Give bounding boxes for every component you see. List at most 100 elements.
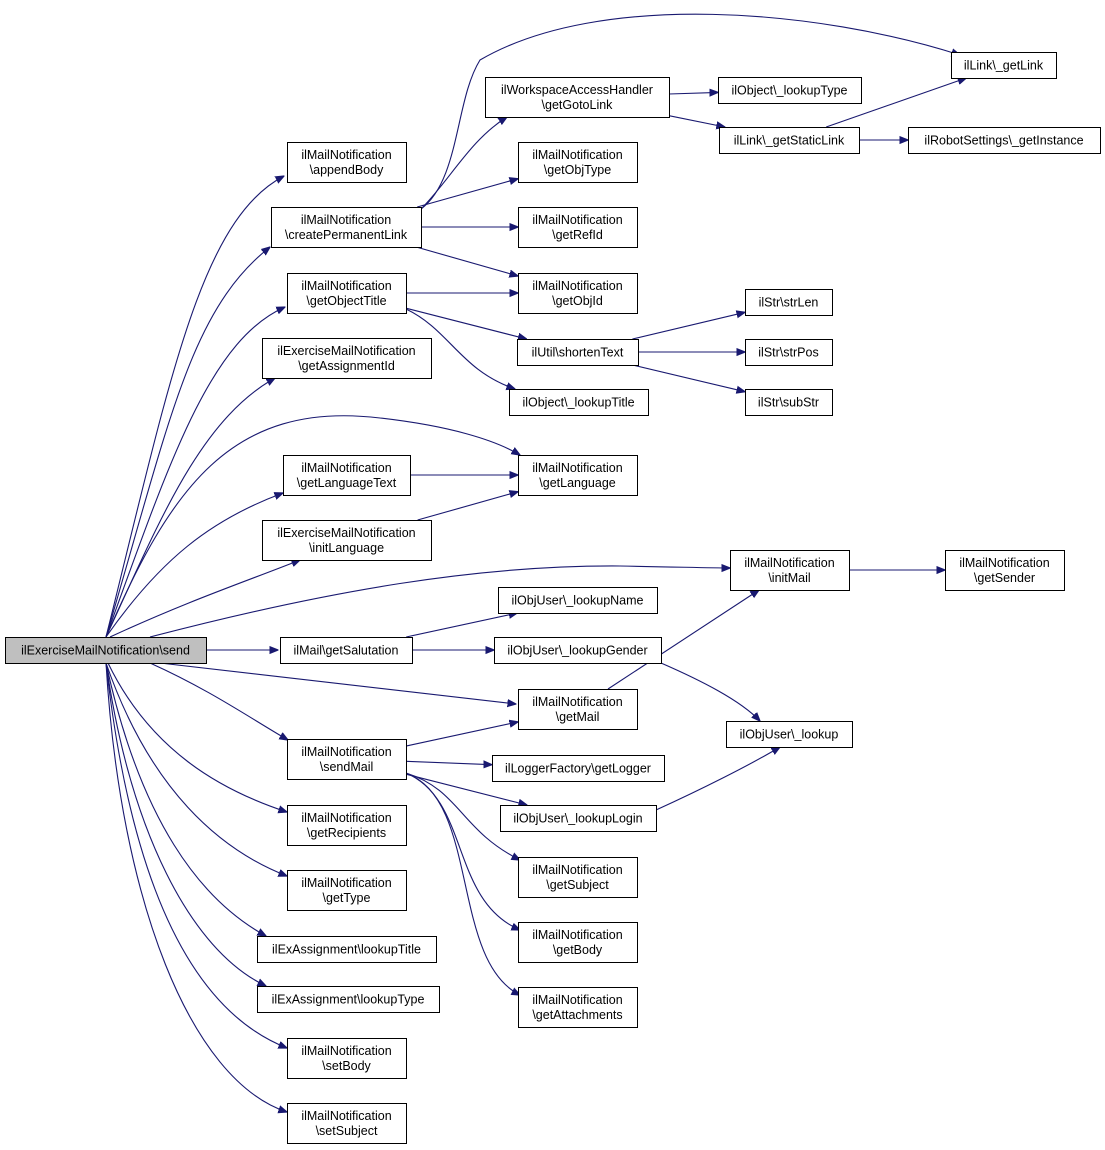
node-label: \getSender: [974, 571, 1035, 585]
node-label: \getLanguageText: [297, 476, 397, 490]
node-exLookupType[interactable]: ilExAssignment\lookupType: [257, 986, 440, 1013]
node-label: ilMailNotification: [301, 811, 391, 825]
node-strPos[interactable]: ilStr\strPos: [745, 339, 833, 366]
node-label: \getAttachments: [532, 1008, 622, 1022]
edge-sendMail-to-getAttachments: [405, 772, 520, 995]
edge-getStaticLink-to-getLink: [826, 78, 966, 128]
edge-initLanguage-to-getLanguage: [417, 492, 518, 521]
node-lookupTitle[interactable]: ilObject\_lookupTitle: [509, 389, 649, 416]
node-setBody[interactable]: ilMailNotification\setBody: [287, 1038, 407, 1079]
node-lookupGender[interactable]: ilObjUser\_lookupGender: [494, 637, 662, 664]
node-box: [287, 1103, 407, 1144]
edge-createPermanentLink-to-getLink: [420, 13, 960, 210]
node-label: \getLanguage: [539, 476, 616, 490]
node-getSubject[interactable]: ilMailNotification\getSubject: [518, 857, 638, 898]
node-getObjType[interactable]: ilMailNotification\getObjType: [518, 142, 638, 183]
edge-shortenText-to-subStr: [632, 364, 745, 392]
node-label: ilExAssignment\lookupType: [272, 993, 425, 1007]
node-getStaticLink[interactable]: ilLink\_getStaticLink: [719, 127, 860, 154]
node-box: [509, 389, 649, 416]
node-box: [283, 455, 411, 496]
edge-sendMail-to-getSubject: [405, 772, 520, 860]
edge-shortenText-to-strLen: [632, 312, 745, 340]
node-label: \getRefId: [552, 228, 603, 242]
node-getLanguageText[interactable]: ilMailNotification\getLanguageText: [283, 455, 411, 496]
node-label: ilMailNotification: [532, 928, 622, 942]
node-subStr[interactable]: ilStr\subStr: [745, 389, 833, 416]
node-box: [498, 587, 658, 614]
edge-getGotoLink-to-getStaticLink: [668, 115, 725, 127]
edge-send-to-getMail: [159, 662, 516, 704]
node-box: [518, 273, 638, 314]
node-getObjId[interactable]: ilMailNotification\getObjId: [518, 273, 638, 314]
edge-send-to-getRecipients: [107, 662, 287, 812]
node-getAssignmentId[interactable]: ilExerciseMailNotification\getAssignment…: [262, 338, 432, 379]
node-lookupType[interactable]: ilObject\_lookupType: [718, 77, 862, 104]
edge-sendMail-to-getBody: [405, 772, 520, 930]
nodes-layer: ilExerciseMailNotification\send ilMailNot…: [5, 52, 1101, 1144]
node-getLanguage[interactable]: ilMailNotification\getLanguage: [518, 455, 638, 496]
node-send[interactable]: ilExerciseMailNotification\send: [5, 637, 207, 664]
edge-send-to-setBody: [105, 662, 287, 1048]
node-initMail[interactable]: ilMailNotification\initMail: [730, 550, 850, 591]
edge-send-to-exLookupTitle: [105, 662, 266, 936]
node-label: \setBody: [322, 1059, 371, 1073]
node-box: [718, 77, 862, 104]
node-label: ilStr\strLen: [759, 296, 819, 310]
edge-send-to-appendBody: [105, 176, 284, 638]
node-lookupName[interactable]: ilObjUser\_lookupName: [498, 587, 658, 614]
node-getBody[interactable]: ilMailNotification\getBody: [518, 922, 638, 963]
node-getRefId[interactable]: ilMailNotification\getRefId: [518, 207, 638, 248]
node-box: [257, 986, 440, 1013]
node-label: ilMailNotification: [959, 556, 1049, 570]
node-getLink[interactable]: ilLink\_getLink: [951, 52, 1057, 79]
node-box: [719, 127, 860, 154]
node-appendBody[interactable]: ilMailNotification\appendBody: [287, 142, 407, 183]
node-label: ilMailNotification: [532, 279, 622, 293]
node-shortenText[interactable]: ilUtil\shortenText: [517, 339, 639, 366]
node-getObjectTitle[interactable]: ilMailNotification\getObjectTitle: [287, 273, 407, 314]
node-label: ilLoggerFactory\getLogger: [505, 762, 651, 776]
node-box: [492, 755, 665, 782]
edge-createPermanentLink-to-getObjId: [416, 246, 518, 276]
node-label: \getObjId: [552, 294, 603, 308]
node-box: [518, 207, 638, 248]
edge-send-to-getObjectTitle: [105, 307, 285, 638]
node-getType[interactable]: ilMailNotification\getType: [287, 870, 407, 911]
node-getAttachments[interactable]: ilMailNotification\getAttachments: [518, 987, 638, 1028]
node-initLanguage[interactable]: ilExerciseMailNotification\initLanguage: [262, 520, 432, 561]
node-box: [287, 1038, 407, 1079]
node-sendMail[interactable]: ilMailNotification\sendMail: [287, 739, 407, 780]
node-getRecipients[interactable]: ilMailNotification\getRecipients: [287, 805, 407, 846]
node-getMail[interactable]: ilMailNotification\getMail: [518, 689, 638, 730]
node-label: ilMailNotification: [301, 1109, 391, 1123]
edge-send-to-getLanguageText: [105, 493, 283, 638]
node-strLen[interactable]: ilStr\strLen: [745, 289, 833, 316]
node-label: \initMail: [768, 571, 810, 585]
node-label: ilExerciseMailNotification\send: [21, 644, 190, 658]
node-box: [908, 127, 1101, 154]
node-label: \initLanguage: [309, 541, 384, 555]
node-getGotoLink[interactable]: ilWorkspaceAccessHandler\getGotoLink: [485, 77, 670, 118]
node-label: ilObjUser\_lookupLogin: [513, 812, 642, 826]
node-getSalutation[interactable]: ilMail\getSalutation: [280, 637, 413, 664]
node-label: ilWorkspaceAccessHandler: [501, 83, 653, 97]
node-lookupLogin[interactable]: ilObjUser\_lookupLogin: [500, 805, 657, 832]
node-box: [518, 922, 638, 963]
node-label: ilRobotSettings\_getInstance: [924, 134, 1083, 148]
node-lookup[interactable]: ilObjUser\_lookup: [726, 721, 853, 748]
node-label: \getRecipients: [307, 826, 386, 840]
node-getInstance[interactable]: ilRobotSettings\_getInstance: [908, 127, 1101, 154]
edges-layer: [105, 13, 966, 1112]
node-setSubject[interactable]: ilMailNotification\setSubject: [287, 1103, 407, 1144]
node-label: \getAssignmentId: [298, 359, 395, 373]
node-box: [287, 739, 407, 780]
node-getSender[interactable]: ilMailNotification\getSender: [945, 550, 1065, 591]
node-label: ilMailNotification: [532, 213, 622, 227]
node-box: [5, 637, 207, 664]
node-createPermanentLink[interactable]: ilMailNotification\createPermanentLink: [271, 207, 422, 248]
node-label: ilExerciseMailNotification: [277, 344, 415, 358]
node-exLookupTitle[interactable]: ilExAssignment\lookupTitle: [257, 936, 437, 963]
node-getLogger[interactable]: ilLoggerFactory\getLogger: [492, 755, 665, 782]
node-label: ilLink\_getStaticLink: [734, 134, 845, 148]
